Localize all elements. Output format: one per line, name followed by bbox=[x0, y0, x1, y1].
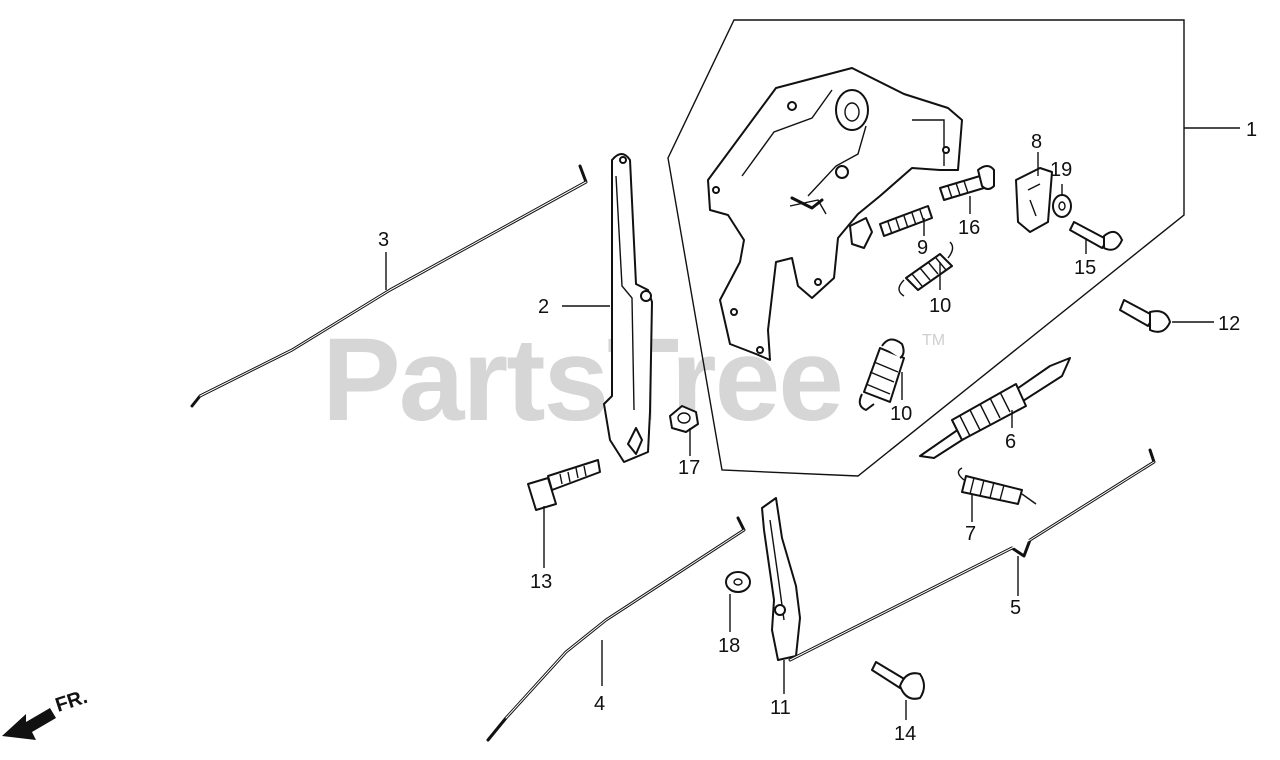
callout-8: 8 bbox=[1031, 131, 1042, 153]
nut-part-17[interactable] bbox=[669, 405, 699, 433]
assembly-boundary bbox=[667, 19, 1185, 477]
rod-part-3[interactable] bbox=[190, 164, 588, 408]
callout-19: 19 bbox=[1050, 159, 1072, 181]
rod-part-4[interactable] bbox=[486, 516, 746, 742]
callout-2: 2 bbox=[538, 296, 549, 318]
control-bracket-part[interactable] bbox=[707, 67, 963, 361]
washer-part-18[interactable] bbox=[725, 571, 751, 593]
callout-17: 17 bbox=[678, 457, 700, 479]
spring-part-6[interactable] bbox=[919, 357, 1071, 459]
bolt-part-13[interactable] bbox=[527, 459, 601, 511]
callout-4: 4 bbox=[594, 693, 605, 715]
callout-1: 1 bbox=[1246, 119, 1257, 141]
leader-lines bbox=[385, 127, 1240, 720]
callout-10-lower: 10 bbox=[890, 403, 912, 425]
washer-part-19[interactable] bbox=[1052, 194, 1072, 218]
spring-part-10-lower[interactable] bbox=[858, 338, 905, 411]
callout-labels: 1 2 3 4 5 6 7 8 9 10 10 11 12 13 14 15 1… bbox=[378, 119, 1257, 745]
watermark-trademark: TM bbox=[922, 332, 945, 349]
front-indicator: FR. bbox=[2, 686, 90, 740]
callout-11: 11 bbox=[770, 697, 791, 719]
spring-part-7[interactable] bbox=[957, 467, 1037, 505]
callout-14: 14 bbox=[894, 723, 916, 745]
bolt-part-12[interactable] bbox=[1119, 299, 1171, 333]
callout-10-upper: 10 bbox=[929, 295, 951, 317]
callout-5: 5 bbox=[1010, 597, 1021, 619]
callout-3: 3 bbox=[378, 229, 389, 251]
bolt-part-15[interactable] bbox=[1069, 221, 1123, 251]
lever-part-11[interactable] bbox=[761, 497, 801, 661]
front-label: FR. bbox=[53, 686, 90, 717]
callout-6: 6 bbox=[1005, 431, 1016, 453]
callout-9: 9 bbox=[917, 237, 928, 259]
clip-part-8[interactable] bbox=[1015, 167, 1053, 233]
callout-16: 16 bbox=[958, 217, 980, 239]
bolt-part-14[interactable] bbox=[871, 661, 925, 700]
front-arrow-icon bbox=[2, 708, 56, 740]
spring-part-9[interactable] bbox=[879, 205, 933, 237]
callout-7: 7 bbox=[965, 523, 976, 545]
bolt-part-16[interactable] bbox=[939, 165, 995, 201]
callout-12: 12 bbox=[1218, 313, 1240, 335]
callout-15: 15 bbox=[1074, 257, 1096, 279]
callout-18: 18 bbox=[718, 635, 740, 657]
lever-part-2[interactable] bbox=[603, 153, 653, 463]
rod-part-5[interactable] bbox=[788, 448, 1156, 662]
callout-13: 13 bbox=[530, 571, 552, 593]
